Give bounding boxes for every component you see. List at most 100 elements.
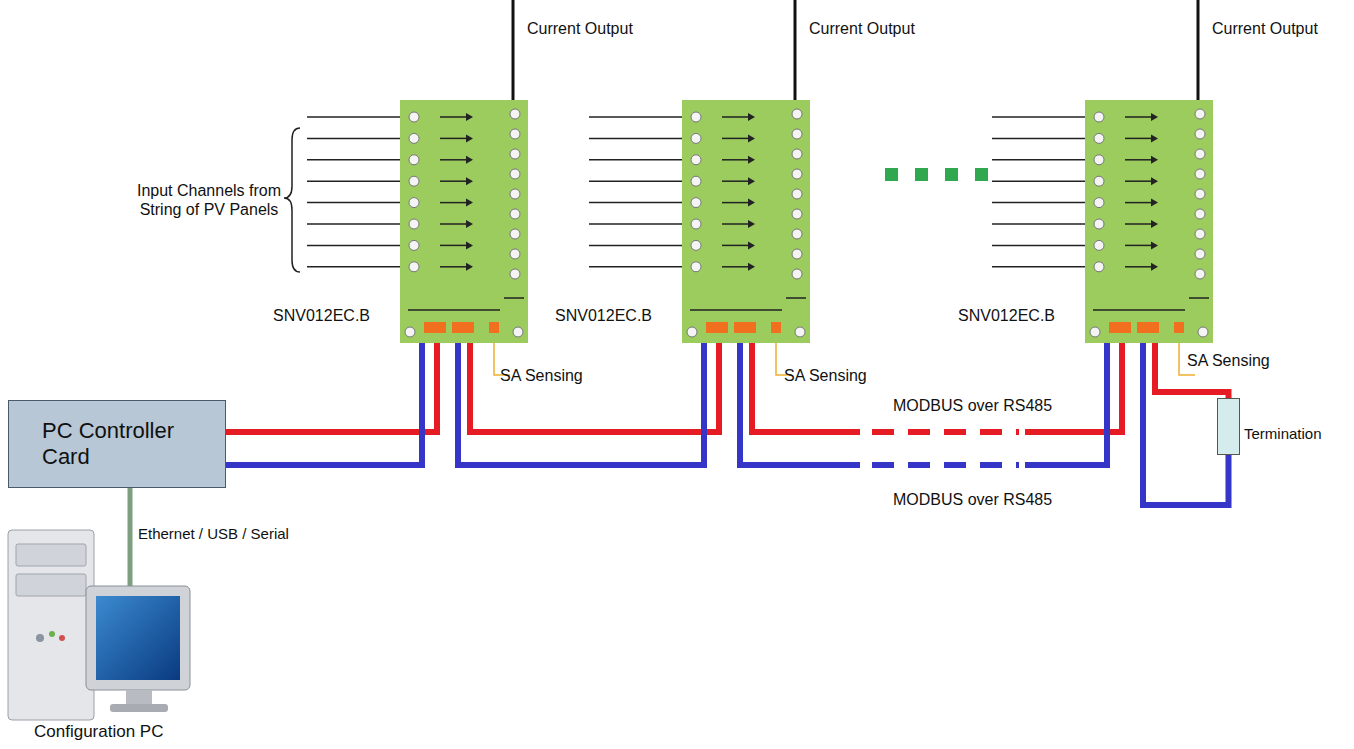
pv-input-line (589, 116, 690, 118)
bus-wire (470, 343, 719, 432)
output-label: Current Output (527, 19, 633, 38)
channel-arrowhead (1151, 199, 1158, 207)
pc-tower (8, 530, 94, 720)
output-terminal (792, 149, 802, 159)
channel-arrow (722, 266, 748, 268)
monitor-stand (126, 690, 152, 704)
termination-label: Termination (1244, 425, 1322, 443)
pv-input-line (307, 180, 408, 182)
channel-arrow (440, 138, 466, 140)
input-terminal (691, 133, 701, 143)
input-terminal (691, 155, 701, 165)
board-trace (786, 297, 806, 299)
output-terminal (510, 249, 520, 259)
input-terminal (691, 219, 701, 229)
board-label: SNV012EC.B (958, 306, 1055, 325)
channel-arrow (440, 202, 466, 204)
channel-arrowhead (748, 177, 755, 185)
output-terminal (792, 129, 802, 139)
board-trace (690, 309, 782, 311)
input-terminal (409, 176, 419, 186)
channel-arrowhead (466, 156, 473, 164)
connector (740, 343, 1122, 465)
channel-arrowhead (466, 220, 473, 228)
output-terminal (792, 269, 802, 279)
output-terminal (792, 249, 802, 259)
channel-arrowhead (1151, 156, 1158, 164)
connector (458, 343, 719, 465)
output-terminal (1195, 129, 1205, 139)
output-terminal (510, 209, 520, 219)
pv-input-line (307, 266, 408, 268)
pv-input-line (307, 159, 408, 161)
continuation-dot (915, 168, 928, 181)
sa-connector (489, 322, 499, 333)
channel-arrowhead (466, 263, 473, 271)
output-terminal (1195, 169, 1205, 179)
pc-caption: Configuration PC (34, 722, 163, 742)
pc-led (59, 635, 65, 641)
termination-resistor: Termination (1217, 398, 1240, 455)
input-terminal (1094, 219, 1104, 229)
continuation-dot (945, 168, 958, 181)
pv-input-line (992, 138, 1093, 140)
input-terminal (1094, 176, 1104, 186)
output-terminal (1195, 209, 1205, 219)
channel-arrowhead (1151, 241, 1158, 249)
pv-input-line (992, 245, 1093, 247)
sensing-label: SA Sensing (500, 366, 583, 385)
pv-input-line (307, 138, 408, 140)
input-terminal (691, 198, 701, 208)
channel-arrow (722, 138, 748, 140)
channel-arrow (1125, 180, 1151, 182)
monitor (86, 586, 190, 690)
channel-arrowhead (748, 156, 755, 164)
input-terminal (691, 262, 701, 272)
rs485-connector (706, 322, 728, 333)
board-label: SNV012EC.B (273, 306, 370, 325)
pv-input-line (307, 223, 408, 225)
channel-arrow (440, 223, 466, 225)
output-terminal (792, 189, 802, 199)
output-terminal (1195, 229, 1205, 239)
output-terminal (1195, 269, 1205, 279)
box-title: PC Controller Card (42, 418, 192, 470)
bus-wire (872, 462, 1019, 468)
pv-input-line (992, 202, 1093, 204)
channel-arrow (1125, 223, 1151, 225)
pc-button (36, 634, 44, 642)
board-trace (504, 297, 524, 299)
output-terminal (1195, 109, 1205, 119)
input-label: Input Channels from String of PV Panels (128, 181, 290, 219)
controller-board: SNV012EC.B (682, 100, 810, 343)
input-terminal (691, 240, 701, 250)
output-label: Current Output (1212, 19, 1318, 38)
input-terminal (1094, 112, 1104, 122)
rs485-connector (452, 322, 474, 333)
output-terminal (510, 109, 520, 119)
pv-input-line (307, 202, 408, 204)
channel-arrow (1125, 245, 1151, 247)
channel-arrow (1125, 159, 1151, 161)
channel-arrowhead (466, 241, 473, 249)
drive-bay (16, 574, 86, 596)
channel-arrowhead (748, 134, 755, 142)
continuation-dot (975, 168, 988, 181)
rs485-connector (424, 322, 446, 333)
channel-arrow (440, 245, 466, 247)
rs485-connector (1137, 322, 1159, 333)
drive-bay (16, 544, 86, 566)
monitor-screen (96, 596, 180, 680)
output-terminal (792, 169, 802, 179)
pc-link (128, 488, 133, 588)
channel-arrow (440, 116, 466, 118)
bus-wire (752, 343, 860, 432)
pc-led (49, 631, 55, 637)
pv-input-line (307, 116, 408, 118)
output-terminal (792, 209, 802, 219)
bus-wire (740, 343, 860, 465)
input-terminal (691, 176, 701, 186)
channel-arrowhead (466, 113, 473, 121)
channel-arrow (722, 116, 748, 118)
pv-input-line (992, 266, 1093, 268)
